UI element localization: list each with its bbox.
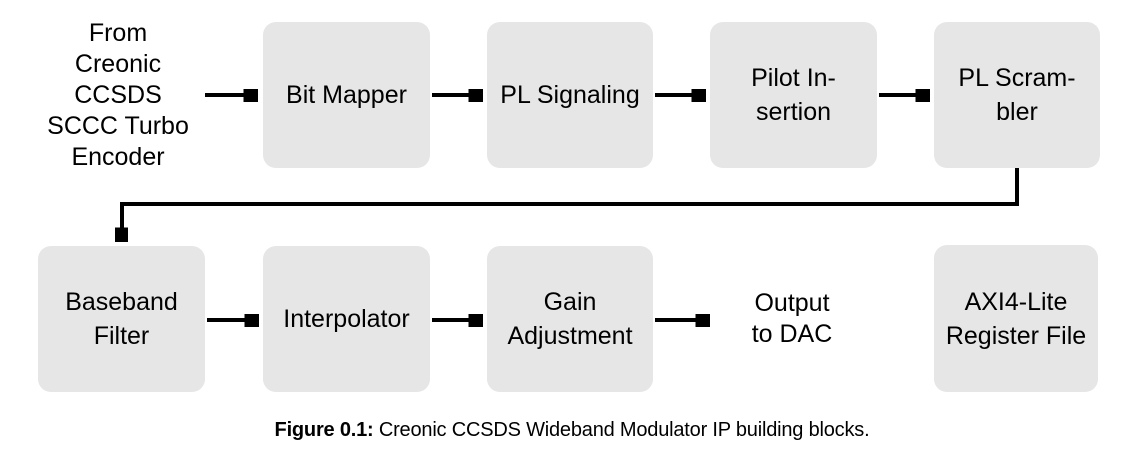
block-gain-adjustment: Gain Adjustment <box>487 246 653 392</box>
figure-caption-label: Figure 0.1: <box>274 419 374 441</box>
block-pl-signaling: PL Signaling <box>487 22 653 168</box>
block-bit-mapper: Bit Mapper <box>263 22 430 168</box>
block-axi4-lite-register-file: AXI4-Lite Register File <box>934 245 1098 392</box>
label-output-to-dac: Output to DAC <box>751 289 833 348</box>
figure-caption: Figure 0.1: Creonic CCSDS Wideband Modul… <box>0 419 1144 442</box>
figure-caption-text: Creonic CCSDS Wideband Modulator IP buil… <box>373 419 870 441</box>
label-source-encoder: From Creonic CCSDS SCCC Turbo Encoder <box>47 18 189 171</box>
block-pilot-insertion: Pilot In- sertion <box>710 22 877 168</box>
block-pl-scrambler: PL Scram- bler <box>934 22 1100 168</box>
arrow-pl-scrambler-to-baseband-filter <box>122 168 1019 240</box>
block-interpolator: Interpolator <box>263 246 430 392</box>
block-baseband-filter: Baseband Filter <box>38 246 205 392</box>
